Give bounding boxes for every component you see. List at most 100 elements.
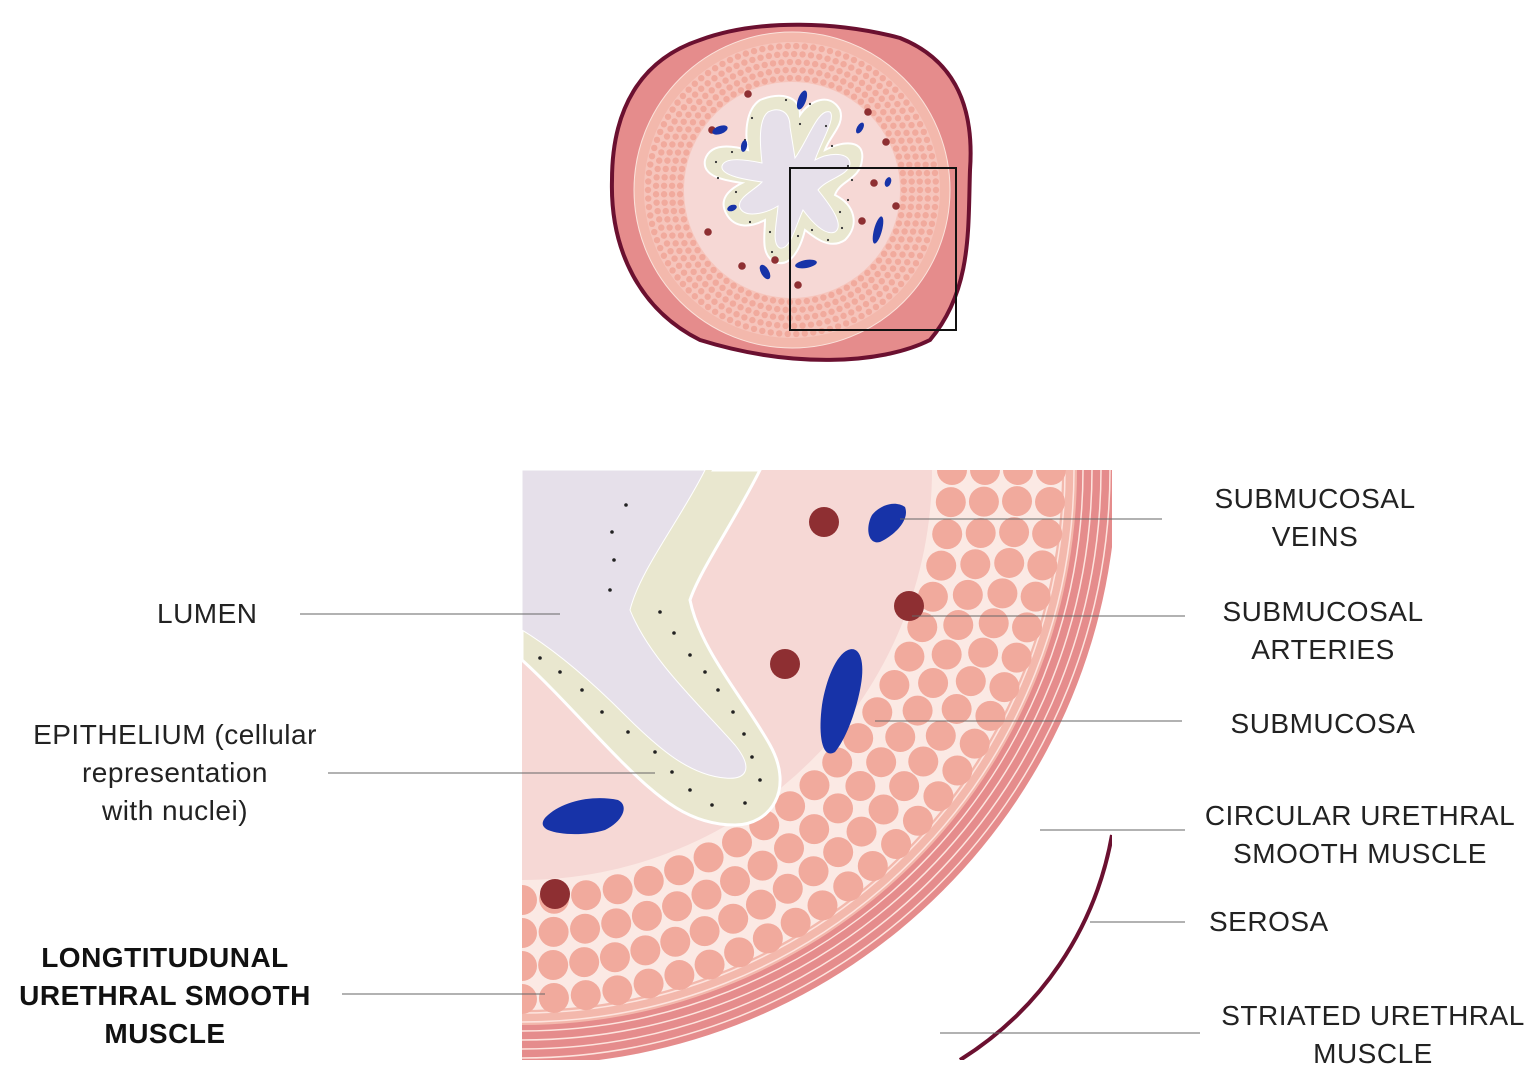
overview-muscle-circle bbox=[840, 295, 847, 302]
overview-muscle-circle bbox=[861, 91, 869, 98]
overview-muscle-circle bbox=[671, 255, 678, 262]
overview-muscle-circle bbox=[699, 253, 706, 261]
overview-vein bbox=[795, 259, 817, 269]
overview-muscle-circle bbox=[698, 288, 705, 295]
overview-muscle-circle bbox=[904, 114, 911, 121]
overview-muscle-circle bbox=[737, 286, 745, 293]
overview-muscle-circle bbox=[716, 101, 724, 108]
overview-muscle-circle bbox=[807, 68, 815, 75]
overview-muscle-circle bbox=[685, 86, 692, 93]
longitudinal-muscle-circle bbox=[902, 805, 933, 836]
overview-muscle-circle bbox=[872, 89, 879, 97]
overview-muscle-circle bbox=[843, 89, 850, 96]
overview-muscle-circle bbox=[660, 141, 668, 148]
overview-muscle-circle bbox=[765, 320, 773, 328]
overview-muscle-circle bbox=[719, 312, 726, 320]
longitudinal-muscle-circle bbox=[660, 926, 691, 957]
longitudinal-muscle-circle bbox=[918, 668, 949, 699]
overview-muscle-circle bbox=[889, 108, 897, 115]
overview-muscle-circle bbox=[916, 186, 924, 194]
overview-muscle-circle bbox=[795, 314, 802, 322]
overview-muscle-circle bbox=[799, 306, 806, 313]
overview-muscle-circle bbox=[753, 63, 760, 71]
overview-muscle-circle bbox=[915, 137, 922, 144]
overview-muscle-circle bbox=[691, 80, 699, 87]
longitudinal-muscle-circle bbox=[845, 771, 876, 802]
overview-muscle-circle bbox=[761, 61, 768, 69]
overview-muscle-circle bbox=[741, 314, 748, 321]
overview-muscle-circle bbox=[790, 306, 798, 314]
submucosal-vein bbox=[542, 798, 624, 835]
longitudinal-muscle-circle bbox=[1027, 550, 1058, 581]
submucosal-vein bbox=[820, 649, 863, 754]
overview-muscle-circle bbox=[824, 55, 831, 62]
overview-muscle-circle bbox=[767, 329, 774, 336]
overview-muscle-circle bbox=[865, 84, 873, 91]
overview-muscle-circle bbox=[899, 107, 906, 114]
overview-muscle-circle bbox=[669, 106, 676, 113]
longitudinal-muscle-circle bbox=[633, 968, 664, 999]
overview-muscle-circle bbox=[900, 186, 908, 194]
overview-muscle-circle bbox=[723, 277, 730, 285]
overview-muscle-circle bbox=[906, 137, 914, 144]
overview-muscle-circle bbox=[875, 116, 883, 123]
epithelium-nucleus bbox=[538, 656, 542, 660]
overview-muscle-circle bbox=[678, 165, 686, 173]
overview-muscle-circle bbox=[899, 203, 906, 211]
longitudinal-muscle-circle bbox=[932, 519, 963, 550]
overview-muscle-circle bbox=[694, 112, 702, 119]
overview-muscle-circle bbox=[890, 122, 897, 129]
overview-muscle-circle bbox=[786, 74, 794, 82]
overview-muscle-circle bbox=[811, 296, 819, 303]
overview-muscle-circle bbox=[776, 43, 783, 50]
overview-muscle-circle bbox=[704, 260, 711, 267]
overview-muscle-circle bbox=[855, 68, 862, 75]
overview-muscle-circle bbox=[904, 259, 911, 266]
overview-muscle-circle bbox=[686, 232, 693, 239]
overview-muscle-circle bbox=[749, 316, 756, 324]
overview-muscle-circle bbox=[850, 280, 858, 287]
overview-muscle-circle bbox=[702, 92, 709, 100]
overview-muscle-circle bbox=[922, 161, 929, 168]
longitudinal-muscle-circle bbox=[522, 918, 537, 948]
longitudinal-muscle-circle bbox=[522, 885, 537, 915]
overview-muscle-circle bbox=[644, 186, 652, 194]
overview-muscle-circle bbox=[924, 186, 932, 194]
epithelium-nucleus bbox=[653, 750, 657, 754]
overview-muscle-circle bbox=[908, 195, 915, 202]
epithelium-nucleus bbox=[672, 631, 676, 635]
overview-muscle-circle bbox=[885, 243, 892, 250]
overview-muscle-circle bbox=[749, 73, 756, 80]
overview-muscle-circle bbox=[686, 141, 693, 148]
overview-muscle-circle bbox=[807, 321, 815, 328]
overview-artery bbox=[870, 179, 878, 187]
overview-muscle-circle bbox=[898, 236, 905, 243]
longitudinal-muscle-circle bbox=[822, 747, 853, 778]
overview-muscle-circle bbox=[850, 93, 858, 100]
overview-nucleus bbox=[730, 150, 734, 154]
longitudinal-muscle-circle bbox=[843, 723, 874, 754]
overview-muscle-circle bbox=[784, 330, 791, 338]
overview-muscle-circle bbox=[704, 80, 711, 87]
label-submucosa: SUBMUCOSA bbox=[1230, 708, 1416, 739]
longitudinal-muscle-circle bbox=[994, 547, 1025, 578]
overview-muscle-circle bbox=[888, 94, 896, 101]
overview-muscle-circle bbox=[663, 133, 671, 140]
longitudinal-muscle-circle bbox=[975, 700, 1006, 731]
epithelium-nucleus bbox=[750, 755, 754, 759]
overview-muscle-circle bbox=[803, 59, 810, 67]
epithelium-nuclei bbox=[538, 503, 762, 807]
overview-muscle-circle bbox=[884, 271, 891, 279]
overview-muscle-circle bbox=[680, 118, 687, 125]
overview-muscle-circle bbox=[912, 113, 920, 120]
overview-muscle-circle bbox=[723, 95, 730, 103]
longitudinal-muscle-circle bbox=[823, 837, 854, 868]
overview-muscle-circle bbox=[680, 104, 688, 111]
overview-muscle-circle bbox=[685, 126, 692, 133]
longitudinal-muscle-circle bbox=[923, 781, 954, 812]
overview-muscle-circle bbox=[824, 72, 831, 79]
overview-muscle-circle bbox=[708, 87, 715, 94]
longitudinal-muscle-circle bbox=[989, 672, 1020, 703]
overview-muscle-circle bbox=[924, 195, 931, 202]
